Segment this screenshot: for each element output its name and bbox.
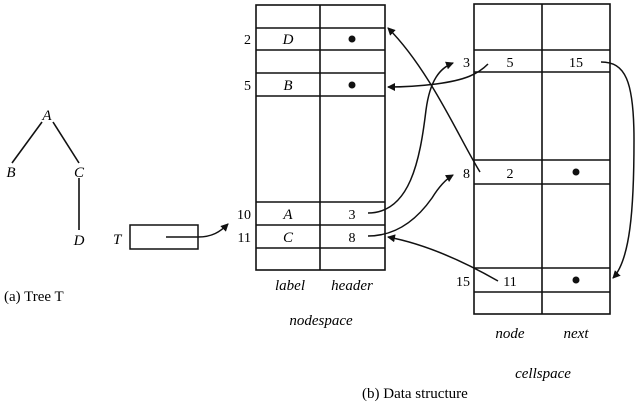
cellspace-index: 15 bbox=[456, 275, 470, 290]
cellspace-node-cell: 11 bbox=[503, 275, 516, 290]
tree-caption: (a) Tree T bbox=[4, 289, 64, 305]
null-pointer-dot bbox=[572, 276, 580, 284]
cellspace-col-next: next bbox=[564, 326, 590, 342]
nodespace-title: nodespace bbox=[289, 313, 353, 329]
arrow-cell-8-node-to-row-2 bbox=[387, 27, 481, 173]
tree-node-d: D bbox=[73, 233, 85, 249]
nodespace-row: 2 D bbox=[244, 32, 356, 48]
nodespace-label-cell: C bbox=[283, 230, 294, 246]
tree-node-c: C bbox=[74, 165, 85, 181]
nodespace-header-cell: 3 bbox=[349, 208, 356, 223]
nodespace-row: 10 A 3 bbox=[237, 207, 356, 223]
cellspace-title: cellspace bbox=[515, 366, 571, 382]
nodespace-index: 5 bbox=[244, 79, 251, 94]
null-pointer-dot bbox=[572, 168, 580, 176]
cellspace-index: 8 bbox=[463, 167, 470, 182]
null-pointer-dot bbox=[348, 35, 356, 43]
nodespace-row: 5 B bbox=[244, 78, 356, 94]
tree-edge-a-b bbox=[11, 121, 43, 164]
nodespace-header-cell: 8 bbox=[349, 231, 356, 246]
cellspace-node-cell: 5 bbox=[507, 56, 514, 71]
data-structure-caption: (b) Data structure bbox=[362, 386, 468, 402]
cellspace-next-cell: 15 bbox=[569, 56, 583, 71]
nodespace-index: 11 bbox=[238, 231, 251, 246]
arrow-cell-15-node-to-row-11 bbox=[387, 234, 499, 282]
nodespace-index: 10 bbox=[237, 208, 251, 223]
tree-edge-a-c bbox=[52, 121, 80, 164]
null-pointer-dot bbox=[348, 81, 356, 89]
arrow-a-header-to-cell-3 bbox=[367, 61, 454, 214]
pointer-arrow bbox=[166, 223, 229, 238]
cellspace-node-cell: 2 bbox=[507, 167, 514, 182]
tree-diagram bbox=[11, 121, 80, 230]
cellspace-index: 3 bbox=[463, 56, 470, 71]
nodespace-row: 11 C 8 bbox=[238, 230, 356, 246]
arrow-c-header-to-cell-8 bbox=[367, 174, 454, 237]
tree-node-a: A bbox=[41, 108, 52, 124]
pointer-label: T bbox=[113, 232, 123, 248]
nodespace-label-cell: B bbox=[283, 78, 292, 94]
cellspace-table bbox=[473, 3, 611, 315]
nodespace-table bbox=[255, 4, 386, 271]
cellspace-row: 3 5 15 bbox=[463, 56, 583, 71]
nodespace-col-header: header bbox=[331, 278, 373, 294]
arrow-cell-3-next-to-cell-15 bbox=[600, 61, 635, 279]
nodespace-col-label: label bbox=[275, 278, 305, 294]
cellspace-row: 15 11 bbox=[456, 275, 580, 290]
arrow-cell-3-node-to-row-5 bbox=[387, 63, 489, 91]
nodespace-label-cell: A bbox=[282, 207, 293, 223]
tree-node-b: B bbox=[6, 165, 15, 181]
nodespace-index: 2 bbox=[244, 33, 251, 48]
cellspace-col-node: node bbox=[495, 326, 525, 342]
nodespace-label-cell: D bbox=[282, 32, 294, 48]
cellspace-row: 8 2 bbox=[463, 167, 580, 182]
